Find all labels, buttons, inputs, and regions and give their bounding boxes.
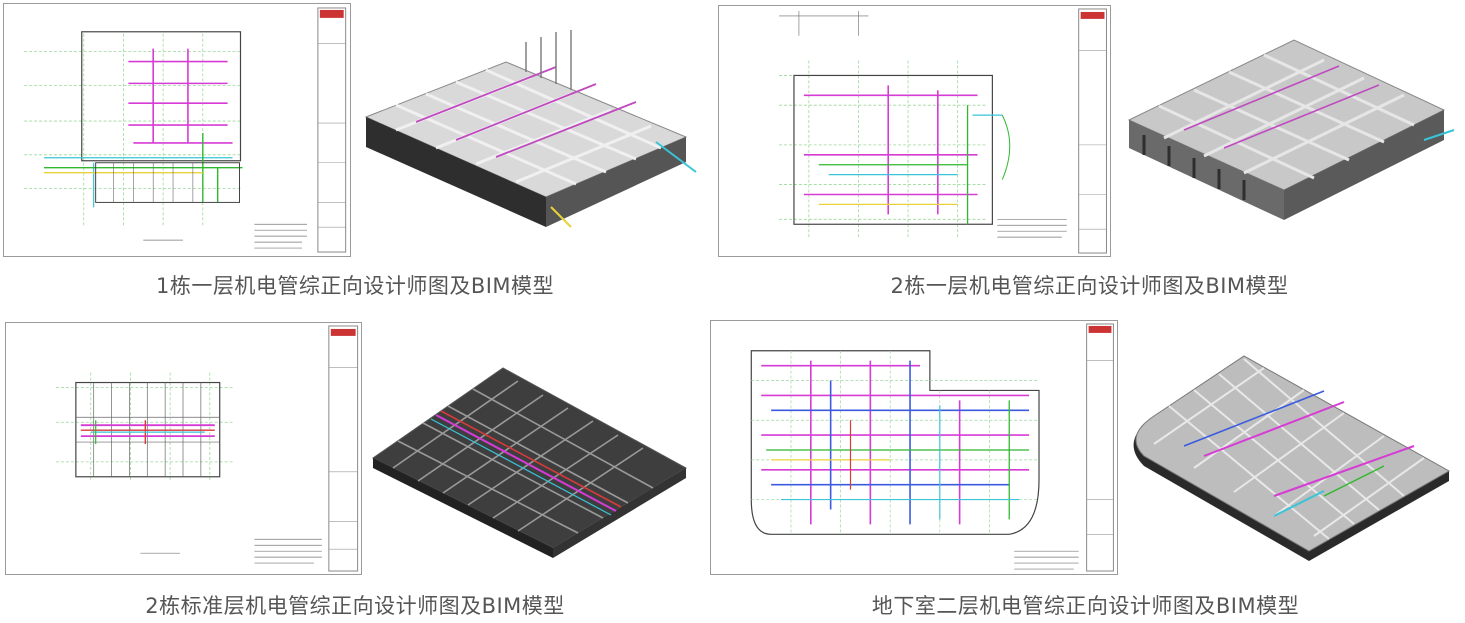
cad-drawing bbox=[710, 320, 1118, 575]
bim-model-image bbox=[1124, 30, 1459, 230]
panel-building1-floor1: 1栋一层机电管综正向设计师图及BIM模型 bbox=[0, 0, 710, 300]
bim-model-image bbox=[368, 363, 690, 563]
cad-drawing bbox=[5, 322, 362, 575]
panel-caption: 1栋一层机电管综正向设计师图及BIM模型 bbox=[155, 274, 555, 298]
panel-caption: 地下室二层机电管综正向设计师图及BIM模型 bbox=[871, 594, 1300, 618]
cad-drawing-sheet bbox=[56, 325, 359, 572]
cad-drawing-sheet bbox=[750, 323, 1114, 572]
bim-model-image bbox=[1124, 346, 1459, 561]
bim-model-render bbox=[1127, 39, 1455, 220]
bim-model-render bbox=[1133, 355, 1451, 561]
panel-building2-floor1: 2栋一层机电管综正向设计师图及BIM模型 bbox=[714, 0, 1465, 300]
panel-caption: 2栋一层机电管综正向设计师图及BIM模型 bbox=[890, 274, 1289, 298]
cad-drawing bbox=[3, 3, 351, 257]
bim-model-image bbox=[356, 22, 704, 232]
panel-building2-standard-floor: 2栋标准层机电管综正向设计师图及BIM模型 bbox=[0, 318, 710, 623]
cad-drawing-sheet bbox=[779, 8, 1107, 254]
bim-model-render bbox=[364, 30, 697, 228]
bim-model-render bbox=[372, 367, 688, 558]
panel-caption: 2栋标准层机电管综正向设计师图及BIM模型 bbox=[145, 594, 565, 618]
cad-drawing bbox=[718, 5, 1111, 257]
panel-basement-level2: 地下室二层机电管综正向设计师图及BIM模型 bbox=[706, 318, 1465, 623]
cad-drawing-sheet bbox=[24, 7, 347, 253]
